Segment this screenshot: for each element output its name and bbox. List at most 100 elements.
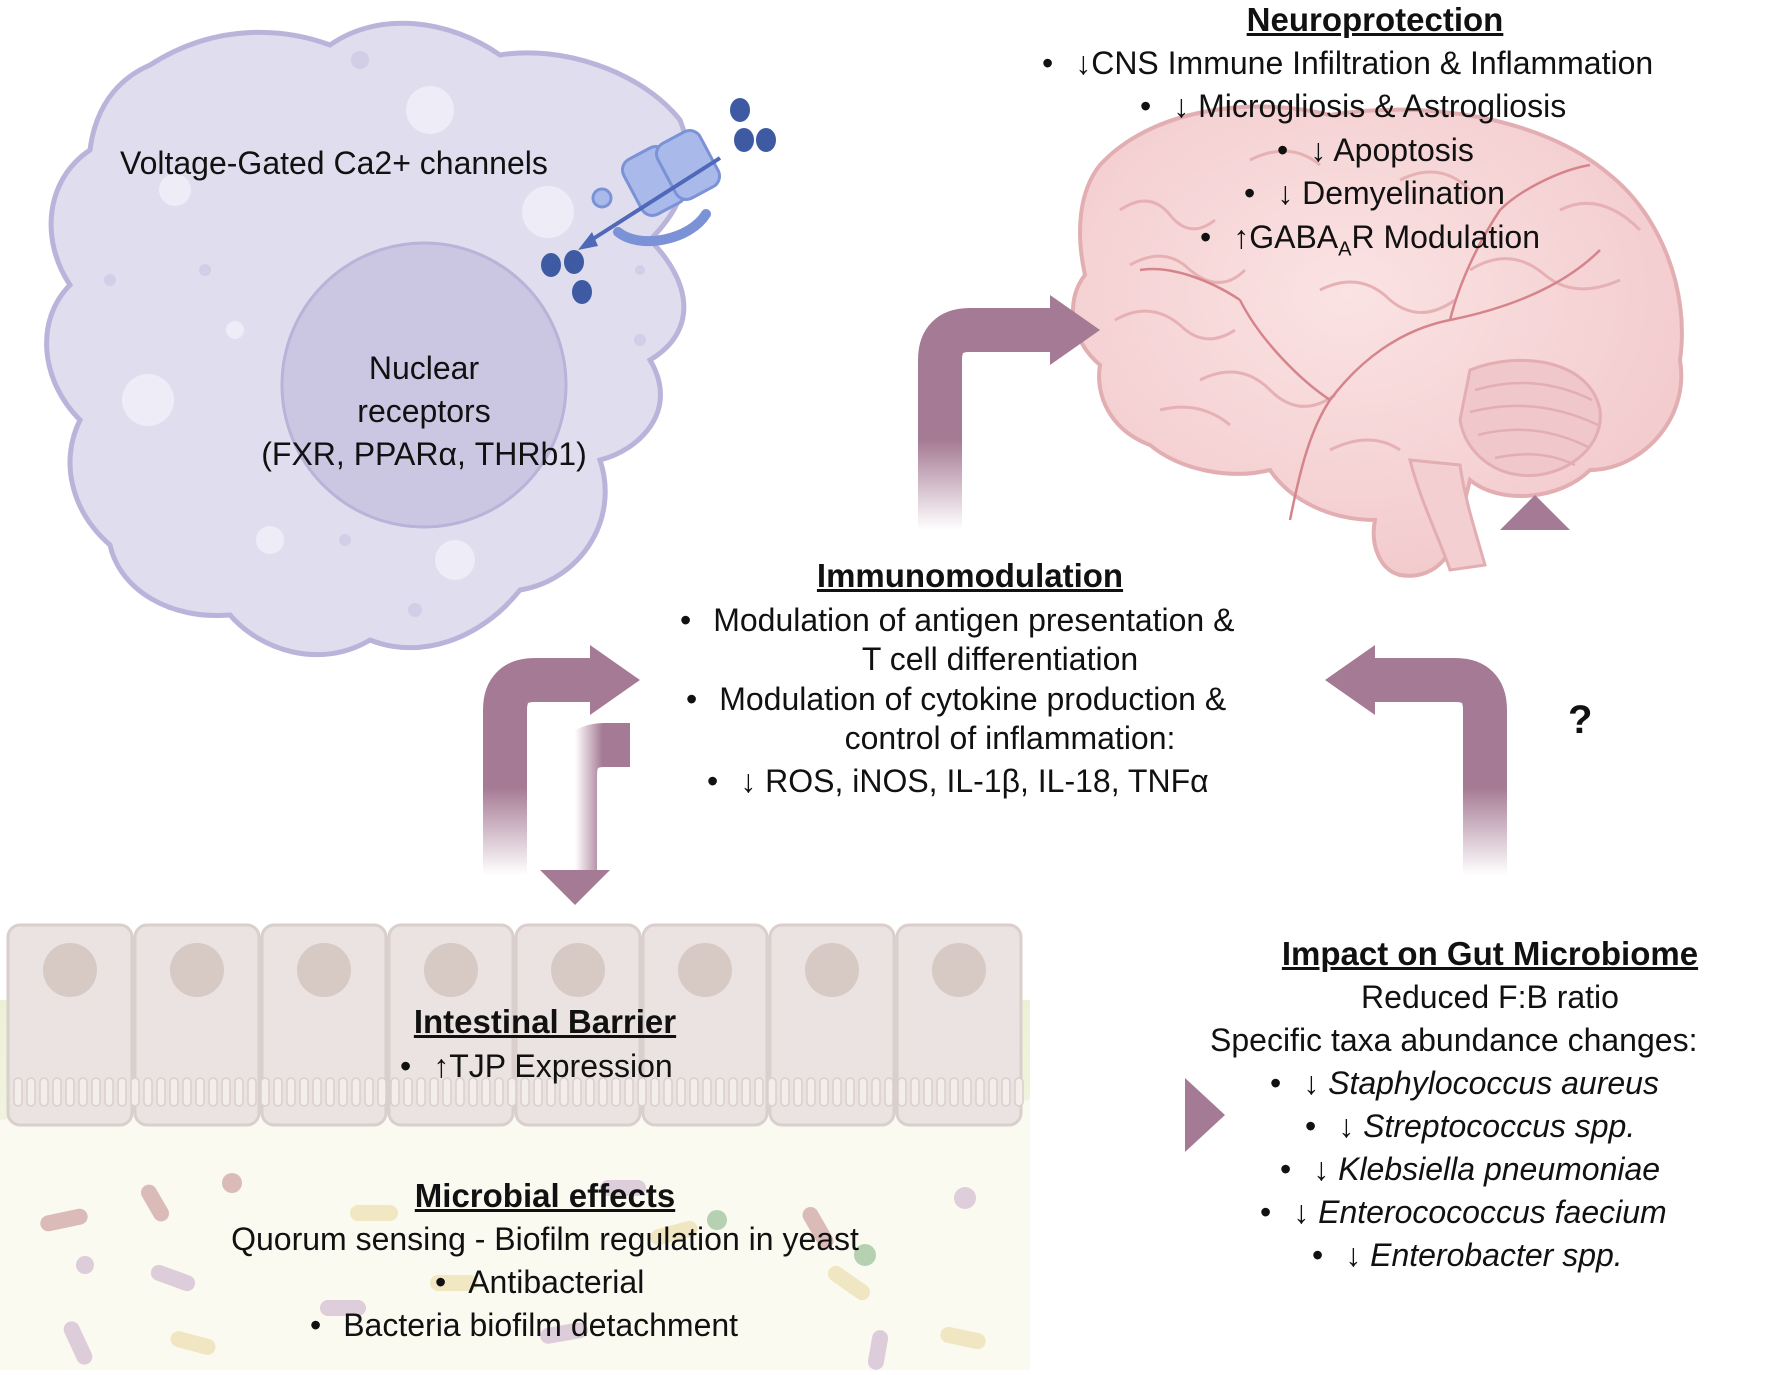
nucleus-label-line1: Nuclear bbox=[368, 350, 480, 386]
microvillus bbox=[143, 1077, 153, 1107]
microvillus bbox=[338, 1077, 348, 1107]
microvillus bbox=[195, 1077, 205, 1107]
arrow-barrier-to-immuno bbox=[483, 645, 640, 875]
microvillus bbox=[819, 1077, 829, 1107]
microvillus bbox=[1014, 1077, 1024, 1107]
neuroprotection-title: Neuroprotection bbox=[1246, 1, 1504, 38]
microvillus bbox=[221, 1077, 231, 1107]
microvillus bbox=[260, 1077, 270, 1107]
microvillus bbox=[975, 1077, 985, 1107]
microvillus bbox=[871, 1077, 881, 1107]
microvillus bbox=[728, 1077, 738, 1107]
microvillus bbox=[65, 1077, 75, 1107]
epithelial-cell bbox=[641, 923, 769, 1127]
microvillus bbox=[962, 1077, 972, 1107]
microvillus bbox=[715, 1077, 725, 1107]
epithelial-cell bbox=[133, 923, 261, 1127]
arrow-gut-to-immuno bbox=[1325, 645, 1507, 875]
microvillus bbox=[156, 1077, 166, 1107]
neuroprotection-item: ↓ Apoptosis bbox=[1277, 130, 1474, 170]
arrow-gut-to-brain bbox=[1500, 495, 1570, 875]
microvillus bbox=[39, 1077, 49, 1107]
microvillus bbox=[26, 1077, 36, 1107]
microvillus bbox=[208, 1077, 218, 1107]
immunomodulation-item: Modulation of antigen presentation & bbox=[680, 600, 1234, 640]
gut-microbiome-line2: Specific taxa abundance changes: bbox=[1210, 1022, 1698, 1058]
microvillus bbox=[793, 1077, 803, 1107]
microvillus bbox=[390, 1077, 400, 1107]
immune-cell bbox=[44, 20, 691, 658]
microvillus bbox=[910, 1077, 920, 1107]
cell-nucleus bbox=[932, 943, 986, 997]
intestinal-barrier-title: Intestinal Barrier bbox=[413, 1003, 677, 1040]
microvillus bbox=[936, 1077, 946, 1107]
arrow-immuno-to-brain bbox=[918, 295, 1100, 530]
microvillus bbox=[923, 1077, 933, 1107]
immunomodulation-item-cont: T cell differentiation bbox=[861, 641, 1139, 677]
microvillus bbox=[702, 1077, 712, 1107]
microvillus bbox=[78, 1077, 88, 1107]
epithelial-cell bbox=[768, 923, 896, 1127]
arrow-immuno-to-barrier bbox=[540, 723, 630, 905]
microvillus bbox=[676, 1077, 686, 1107]
microvillus bbox=[13, 1077, 23, 1107]
microbial-effects-item: Bacteria biofilm detachment bbox=[310, 1305, 738, 1345]
microvillus bbox=[988, 1077, 998, 1107]
cell-nucleus bbox=[551, 943, 605, 997]
microvillus bbox=[754, 1077, 764, 1107]
cell-nucleus bbox=[43, 943, 97, 997]
microvillus bbox=[182, 1077, 192, 1107]
microvillus bbox=[845, 1077, 855, 1107]
nucleus bbox=[280, 241, 568, 529]
intestinal-barrier-item: ↑TJP Expression bbox=[400, 1046, 673, 1086]
microvillus bbox=[286, 1077, 296, 1107]
microvillus bbox=[104, 1077, 114, 1107]
microvillus bbox=[884, 1077, 894, 1107]
microvillus bbox=[312, 1077, 322, 1107]
neuroprotection-item: ↓CNS Immune Infiltration & Inflammation bbox=[1042, 43, 1653, 83]
nucleus-label-line2: receptors bbox=[357, 393, 491, 429]
taxa-item: ↓ Streptococcus spp. bbox=[1305, 1106, 1635, 1146]
epithelial-cell bbox=[260, 923, 388, 1127]
taxa-item: ↓ Enterobacter spp. bbox=[1312, 1235, 1622, 1275]
taxa-item: ↓ Enterocococcus faecium bbox=[1260, 1192, 1667, 1232]
microvillus bbox=[364, 1077, 374, 1107]
immunomodulation-item: Modulation of cytokine production & bbox=[686, 679, 1226, 719]
gut-microbiome-title: Impact on Gut Microbiome bbox=[1281, 935, 1699, 972]
microvillus bbox=[1001, 1077, 1011, 1107]
microvillus bbox=[897, 1077, 907, 1107]
taxa-item: ↓ Staphylococcus aureus bbox=[1270, 1063, 1659, 1103]
microbial-effects-line: Quorum sensing - Biofilm regulation in y… bbox=[231, 1221, 859, 1257]
arrow-barrier-to-microbiome bbox=[1035, 1078, 1225, 1152]
cell-nucleus bbox=[297, 943, 351, 997]
epithelial-cell bbox=[6, 923, 134, 1127]
cell-nucleus bbox=[424, 943, 478, 997]
cell-nucleus bbox=[805, 943, 859, 997]
microvillus bbox=[767, 1077, 777, 1107]
calcium-channel-icon bbox=[541, 98, 776, 304]
microvillus bbox=[169, 1077, 179, 1107]
microvillus bbox=[780, 1077, 790, 1107]
microvillus bbox=[806, 1077, 816, 1107]
question-mark: ? bbox=[1568, 698, 1593, 742]
immunomodulation-title: Immunomodulation bbox=[816, 557, 1124, 594]
microvillus bbox=[949, 1077, 959, 1107]
microvillus bbox=[117, 1077, 127, 1107]
neuroprotection-item: ↓ Demyelination bbox=[1244, 173, 1505, 213]
microvillus bbox=[247, 1077, 257, 1107]
microvillus bbox=[325, 1077, 335, 1107]
microbial-effects-item: Antibacterial bbox=[435, 1262, 644, 1302]
cell-nucleus bbox=[170, 943, 224, 997]
neuroprotection-item: ↑GABAAR Modulation bbox=[1200, 217, 1540, 269]
taxa-item: ↓ Klebsiella pneumoniae bbox=[1280, 1149, 1660, 1189]
microvillus bbox=[351, 1077, 361, 1107]
microvillus bbox=[689, 1077, 699, 1107]
microvillus bbox=[130, 1077, 140, 1107]
microbial-effects-title: Microbial effects bbox=[414, 1177, 676, 1214]
microvillus bbox=[832, 1077, 842, 1107]
microvillus bbox=[299, 1077, 309, 1107]
microvillus bbox=[234, 1077, 244, 1107]
microvillus bbox=[741, 1077, 751, 1107]
gut-microbiome-line1: Reduced F:B ratio bbox=[1361, 979, 1619, 1015]
immunomodulation-item: ↓ ROS, iNOS, IL-1β, IL-18, TNFα bbox=[707, 761, 1208, 801]
